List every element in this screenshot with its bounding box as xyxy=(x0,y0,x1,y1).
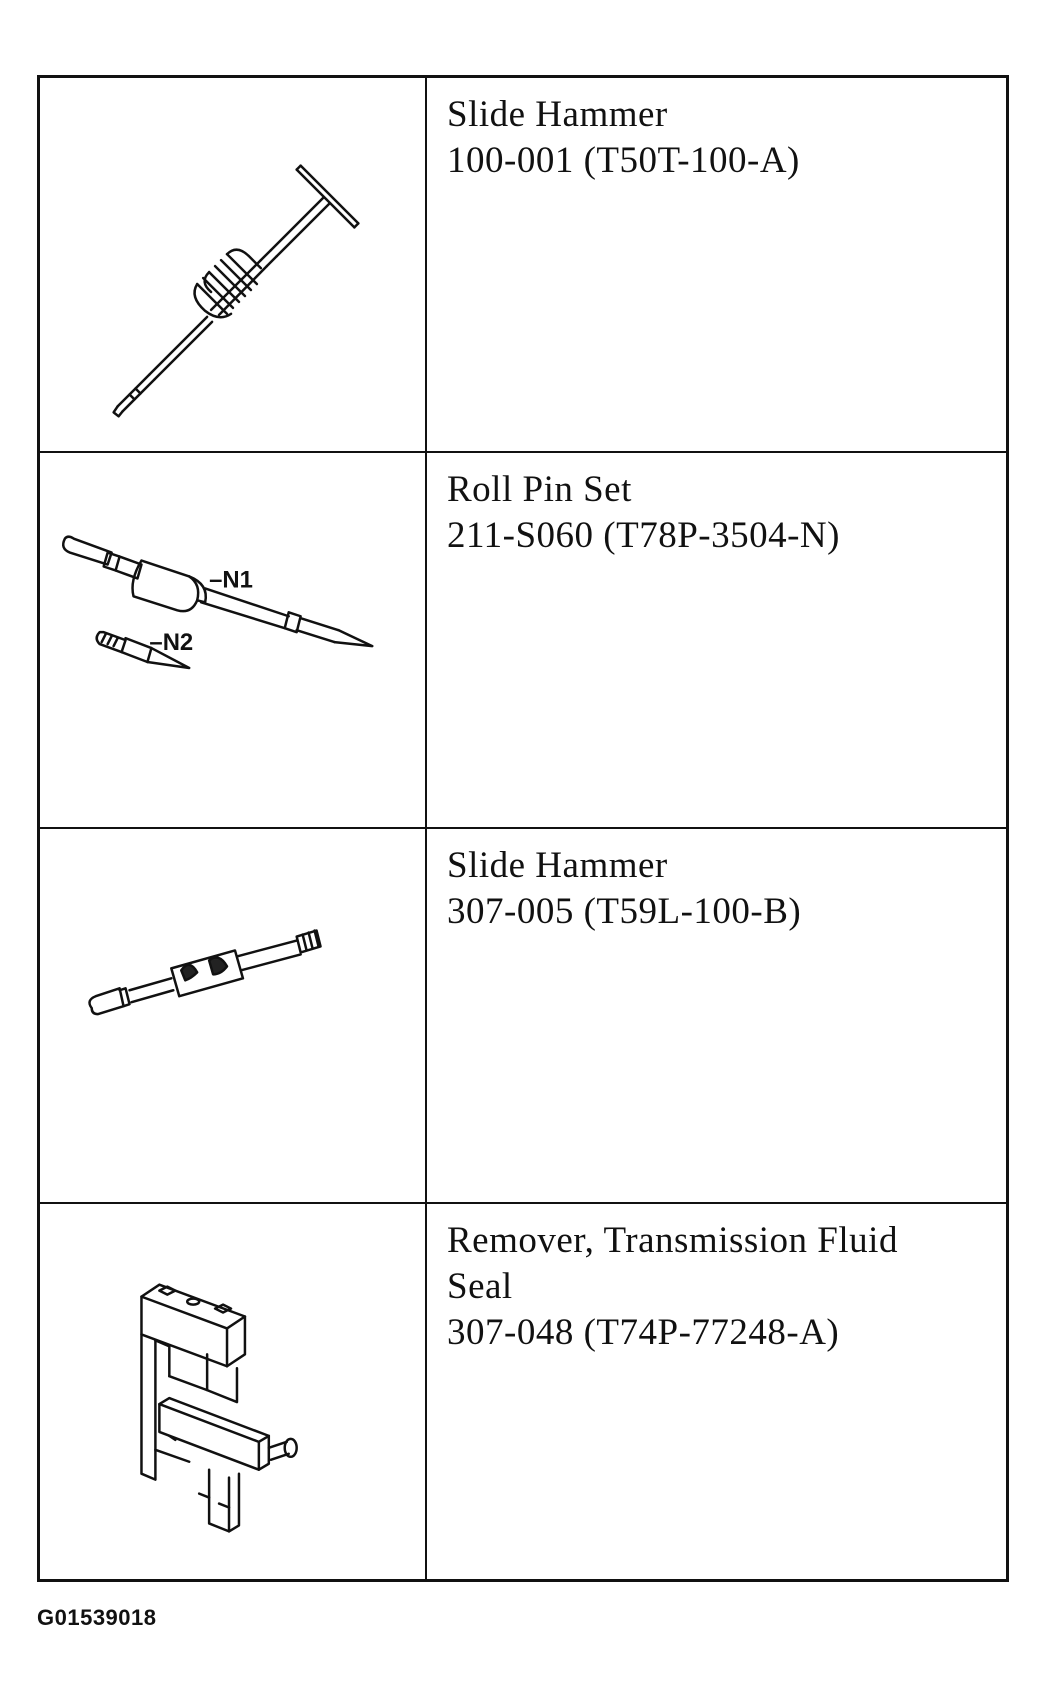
tool-illustration-seal-remover xyxy=(40,1203,427,1579)
tool-illustration-slide-hammer-1 xyxy=(40,78,427,454)
tool-illustration-slide-hammer-2 xyxy=(40,828,427,1204)
tool-name-line: Seal xyxy=(447,1265,513,1307)
tool-part-number: 100-001 (T50T-100-A) xyxy=(447,140,800,181)
callout-n2: –N2 xyxy=(149,629,193,656)
tool-name: Slide Hammer xyxy=(447,94,668,135)
tool-illustration-roll-pin-set: –N1 –N2 xyxy=(40,453,427,829)
callout-n1: –N1 xyxy=(209,567,253,594)
tool-name: Roll Pin Set xyxy=(447,469,632,511)
special-tools-table: Slide Hammer 100-001 (T50T-100-A) xyxy=(37,75,1009,1582)
slide-hammer-icon xyxy=(112,164,360,418)
slide-hammer-icon xyxy=(88,928,322,1015)
tool-part-number: 307-048 (T74P-77248-A) xyxy=(447,1311,840,1353)
tool-part-number: 307-005 (T59L-100-B) xyxy=(447,890,802,932)
figure-code: G01539018 xyxy=(37,1605,157,1630)
seal-remover-icon xyxy=(140,1283,298,1533)
tool-description-4: Remover, Transmission Fluid Seal 307-048… xyxy=(427,1204,1006,1579)
tool-description-2: Roll Pin Set 211-S060 (T78P-3504-N) xyxy=(427,453,1006,829)
tool-description-3: Slide Hammer 307-005 (T59L-100-B) xyxy=(427,829,1006,1204)
tool-part-number: 211-S060 (T78P-3504-N) xyxy=(447,515,840,557)
tool-description-1: Slide Hammer 100-001 (T50T-100-A) xyxy=(427,78,1006,454)
roll-pin-set-icon: –N1 –N2 xyxy=(61,535,374,670)
tool-name: Slide Hammer xyxy=(447,844,668,886)
tool-name-line: Remover, Transmission Fluid xyxy=(447,1219,898,1261)
